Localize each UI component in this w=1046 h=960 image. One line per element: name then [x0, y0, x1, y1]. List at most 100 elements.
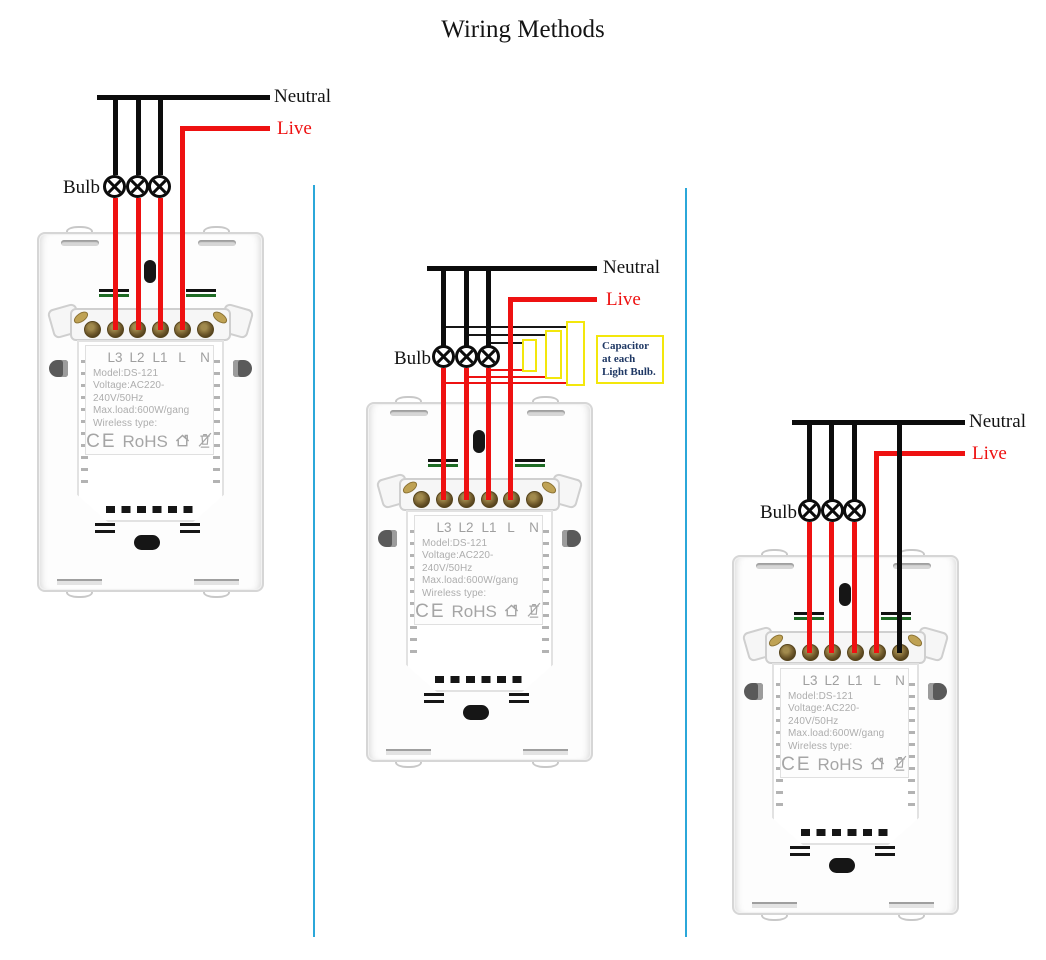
- rohs-mark: RoHS: [122, 432, 168, 451]
- page-title: Wiring Methods: [441, 16, 605, 43]
- live-wire: [180, 126, 270, 131]
- house-icon: [503, 602, 520, 623]
- capacitor: [522, 339, 537, 372]
- wire-mark-green-right: [515, 464, 545, 467]
- bulb-icon: [126, 175, 149, 198]
- terminal-label-l1: L1: [481, 520, 497, 535]
- led-window: [144, 260, 156, 283]
- vent-dashes: [801, 829, 888, 836]
- bottom-oval-window: [463, 705, 489, 720]
- terminal-label-l2: L2: [824, 673, 840, 688]
- label-area: [85, 345, 214, 455]
- model-text: Model:DS-121: [93, 368, 159, 379]
- bottom-slot-left: [57, 579, 102, 585]
- bottom-slot-right: [889, 902, 934, 908]
- divider-line-right: [685, 188, 687, 937]
- serration-left: [410, 530, 417, 662]
- label-area: [414, 515, 543, 625]
- neutral-label: Neutral: [274, 86, 331, 107]
- led-window: [839, 583, 851, 606]
- terminal-screw-n: [197, 321, 214, 338]
- voltage-text: Voltage:AC220-240V/50Hz: [422, 550, 494, 574]
- voltage-text: Voltage:AC220-240V/50Hz: [788, 703, 860, 727]
- ce-mark: CE: [415, 601, 446, 622]
- side-clamp-right: [928, 683, 947, 700]
- neutral-drop-wire: [158, 95, 163, 175]
- terminal-label-l: L: [873, 673, 881, 688]
- side-clamp-left: [49, 360, 68, 377]
- neutral-bus-wire: [427, 266, 597, 271]
- certification-row: CE RoHS: [85, 431, 214, 453]
- max-load-text: Max.load:600W/gang: [93, 405, 190, 417]
- capacitor: [566, 321, 585, 386]
- switch-back-plate: [37, 232, 264, 592]
- serration-right: [213, 360, 220, 492]
- load-wire-l3: [441, 368, 446, 500]
- bulb-icon: [843, 499, 866, 522]
- certification-row: CE RoHS: [414, 601, 543, 623]
- bottom-mark-left: [95, 530, 115, 533]
- bulb-icon: [148, 175, 171, 198]
- terminal-screw-n: [526, 491, 543, 508]
- switch-back-plate: [732, 555, 959, 915]
- bottom-mark-right: [509, 700, 529, 703]
- wire-mark-green-right: [186, 294, 216, 297]
- rohs-mark: RoHS: [817, 755, 863, 774]
- terminal-label-l: L: [507, 520, 515, 535]
- top-slot-right: [893, 563, 931, 569]
- bottom-slot-right: [523, 749, 568, 755]
- capacitor: [545, 330, 562, 379]
- serration-right: [542, 530, 549, 662]
- terminal-label-l2: L2: [129, 350, 145, 365]
- bottom-oval-window: [829, 858, 855, 873]
- model-text: Model:DS-121: [788, 691, 854, 702]
- bulb-icon: [798, 499, 821, 522]
- neutral-drop-wire: [136, 95, 141, 175]
- bulb-label: Bulb: [63, 177, 100, 198]
- bottom-slot-left: [386, 749, 431, 755]
- serration-left: [776, 683, 783, 815]
- switch-device-2: L3 L2 L1 L N Model:DS-121 Voltage:AC220-…: [366, 396, 593, 772]
- side-clamp-right: [233, 360, 252, 377]
- neutral-drop-wire: [486, 266, 491, 346]
- load-wire-l2: [829, 522, 834, 653]
- max-load-text: Max.load:600W/gang: [788, 728, 885, 740]
- live-wire: [508, 297, 597, 302]
- terminal-label-l: L: [178, 350, 186, 365]
- switch-device-3: L3 L2 L1 L N Model:DS-121 Voltage:AC220-…: [732, 549, 959, 925]
- terminal-screw-1: [84, 321, 101, 338]
- bottom-mark-left: [424, 700, 444, 703]
- wireless-text: Wireless type:: [788, 740, 853, 752]
- max-load-text: Max.load:600W/gang: [422, 575, 519, 587]
- serration-right: [908, 683, 915, 815]
- divider-line-left: [313, 185, 315, 937]
- neutral-drop-wire: [807, 420, 812, 500]
- bottom-mark-right: [875, 853, 895, 856]
- house-icon: [174, 432, 191, 453]
- neutral-label: Neutral: [603, 257, 660, 278]
- terminal-label-n: N: [529, 520, 539, 535]
- load-wire-l2: [464, 368, 469, 500]
- weee-bin-icon: [892, 754, 908, 776]
- neutral-feed-wire: [897, 420, 902, 653]
- device-spec-text: Model:DS-121 Voltage:AC220-240V/50Hz Max…: [93, 368, 211, 430]
- terminal-label-n: N: [895, 673, 905, 688]
- neutral-drop-wire: [852, 420, 857, 500]
- neutral-drop-wire: [829, 420, 834, 500]
- weee-bin-icon: [197, 431, 213, 453]
- ce-mark: CE: [86, 431, 117, 452]
- load-wire-l1: [852, 522, 857, 653]
- rohs-mark: RoHS: [451, 602, 497, 621]
- live-label: Live: [277, 118, 312, 139]
- terminal-label-l1: L1: [847, 673, 863, 688]
- side-clamp-right: [562, 530, 581, 547]
- capacitor-lead-neutral: [444, 326, 570, 328]
- wire-mark-green-right: [881, 617, 911, 620]
- device-spec-text: Model:DS-121 Voltage:AC220-240V/50Hz Max…: [788, 691, 906, 753]
- terminal-label-l3: L3: [802, 673, 818, 688]
- bottom-mark-right: [875, 846, 895, 849]
- bottom-mark-left: [95, 523, 115, 526]
